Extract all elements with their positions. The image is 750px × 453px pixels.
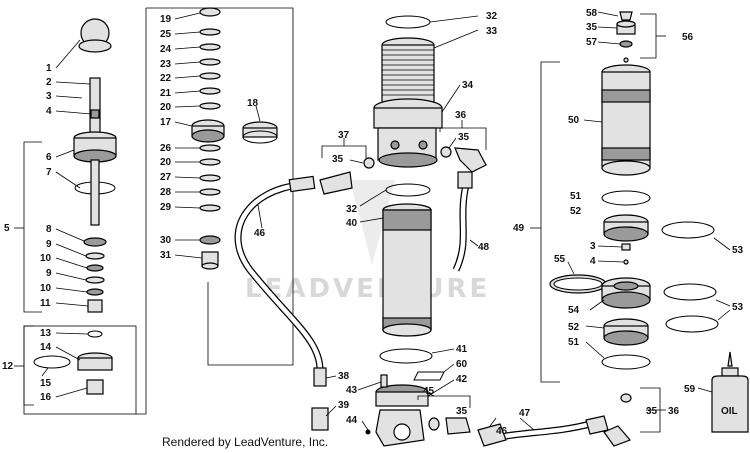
callout-46a: 46 xyxy=(254,228,266,239)
callout-13: 13 xyxy=(40,328,52,339)
callout-34: 34 xyxy=(462,80,474,91)
hose-46: 46 38 39 xyxy=(234,171,353,431)
callout-28: 28 xyxy=(160,187,172,198)
callout-49: 49 xyxy=(513,223,525,234)
callout-37: 37 xyxy=(338,130,350,141)
callout-26: 26 xyxy=(160,143,172,154)
callout-35e: 35 xyxy=(646,406,658,417)
callout-57: 57 xyxy=(586,37,598,48)
callout-7: 7 xyxy=(46,167,52,178)
callout-22: 22 xyxy=(160,73,172,84)
callout-8: 8 xyxy=(46,224,52,235)
callout-10b: 10 xyxy=(40,283,52,294)
callout-52b: 52 xyxy=(568,322,580,333)
callout-44: 44 xyxy=(346,415,358,426)
reservoir-assembly: 58 35 56 57 50 49 51 52 53 3 4 55 53 54 … xyxy=(513,8,744,433)
callout-42: 42 xyxy=(456,374,468,385)
callout-41: 41 xyxy=(456,344,468,355)
callout-51a: 51 xyxy=(570,191,582,202)
callout-36b: 36 xyxy=(668,406,680,417)
callout-38: 38 xyxy=(338,371,350,382)
oil-bottle: OIL 59 xyxy=(684,351,749,433)
callout-3: 3 xyxy=(46,91,52,102)
callout-1: 1 xyxy=(46,63,52,74)
callout-59: 59 xyxy=(684,384,696,395)
callout-16: 16 xyxy=(40,392,52,403)
bottom-fittings: 45 35 47 46 xyxy=(417,386,632,447)
callout-53a: 53 xyxy=(732,245,744,256)
callout-60: 60 xyxy=(456,359,468,370)
callout-10a: 10 xyxy=(40,253,52,264)
callout-4b: 4 xyxy=(590,256,596,267)
callout-20b: 20 xyxy=(160,157,172,168)
callout-11: 11 xyxy=(40,298,51,309)
callout-12: 12 xyxy=(2,361,14,372)
callout-35a: 35 xyxy=(332,154,344,165)
callout-48: 48 xyxy=(478,242,490,253)
callout-32a: 32 xyxy=(486,11,498,22)
callout-29: 29 xyxy=(160,202,172,213)
callout-24: 24 xyxy=(160,44,172,55)
credit-text: Rendered by LeadVenture, Inc. xyxy=(162,435,328,449)
callout-53b: 53 xyxy=(732,302,744,313)
callout-5: 5 xyxy=(4,223,10,234)
callout-52a: 52 xyxy=(570,206,582,217)
callout-9a: 9 xyxy=(46,239,52,250)
callout-47: 47 xyxy=(519,408,531,419)
callout-20a: 20 xyxy=(160,102,172,113)
callout-18: 18 xyxy=(247,98,259,109)
callout-33: 33 xyxy=(486,26,498,37)
callout-39: 39 xyxy=(338,400,350,411)
shock-body: 32 33 34 32 40 41 60 42 43 44 xyxy=(346,11,498,447)
callout-54: 54 xyxy=(568,305,580,316)
callout-40: 40 xyxy=(346,218,358,229)
callout-35d: 35 xyxy=(586,22,598,33)
callout-27: 27 xyxy=(160,172,172,183)
callout-3b: 3 xyxy=(590,241,596,252)
callout-2: 2 xyxy=(46,77,52,88)
stem-assembly xyxy=(33,18,117,395)
callout-55: 55 xyxy=(554,254,566,265)
callout-14: 14 xyxy=(40,342,52,353)
callout-21: 21 xyxy=(160,88,172,99)
callout-58: 58 xyxy=(586,8,598,19)
callout-17: 17 xyxy=(160,117,172,128)
callout-4: 4 xyxy=(46,106,52,117)
callout-25: 25 xyxy=(160,29,172,40)
callout-56: 56 xyxy=(682,32,694,43)
watermark-text: LEADVENTURE xyxy=(245,274,490,304)
callout-23: 23 xyxy=(160,59,172,70)
callout-15: 15 xyxy=(40,378,52,389)
stem-callouts: 1 2 3 4 5 6 7 8 9 10 9 10 11 12 13 14 15… xyxy=(2,39,137,415)
callout-45: 45 xyxy=(423,386,435,397)
callout-9b: 9 xyxy=(46,268,52,279)
callout-46b: 46 xyxy=(496,426,508,437)
callout-31: 31 xyxy=(160,250,172,261)
callout-19: 19 xyxy=(160,14,172,25)
callout-36a: 36 xyxy=(455,110,467,121)
callout-30: 30 xyxy=(160,235,172,246)
oil-label: OIL xyxy=(721,406,738,417)
callout-51b: 51 xyxy=(568,337,580,348)
callout-32b: 32 xyxy=(346,204,358,215)
callout-50: 50 xyxy=(568,115,580,126)
watermark: LEADVENTURE xyxy=(245,180,490,304)
callout-6: 6 xyxy=(46,152,52,163)
callout-43: 43 xyxy=(346,385,358,396)
callout-35c: 35 xyxy=(456,406,468,417)
fittings-37-36: 37 35 36 35 48 xyxy=(321,110,490,272)
callout-35b: 35 xyxy=(458,132,470,143)
valve-stack: 19 25 24 23 22 21 20 17 18 26 20 27 28 2… xyxy=(136,7,294,415)
